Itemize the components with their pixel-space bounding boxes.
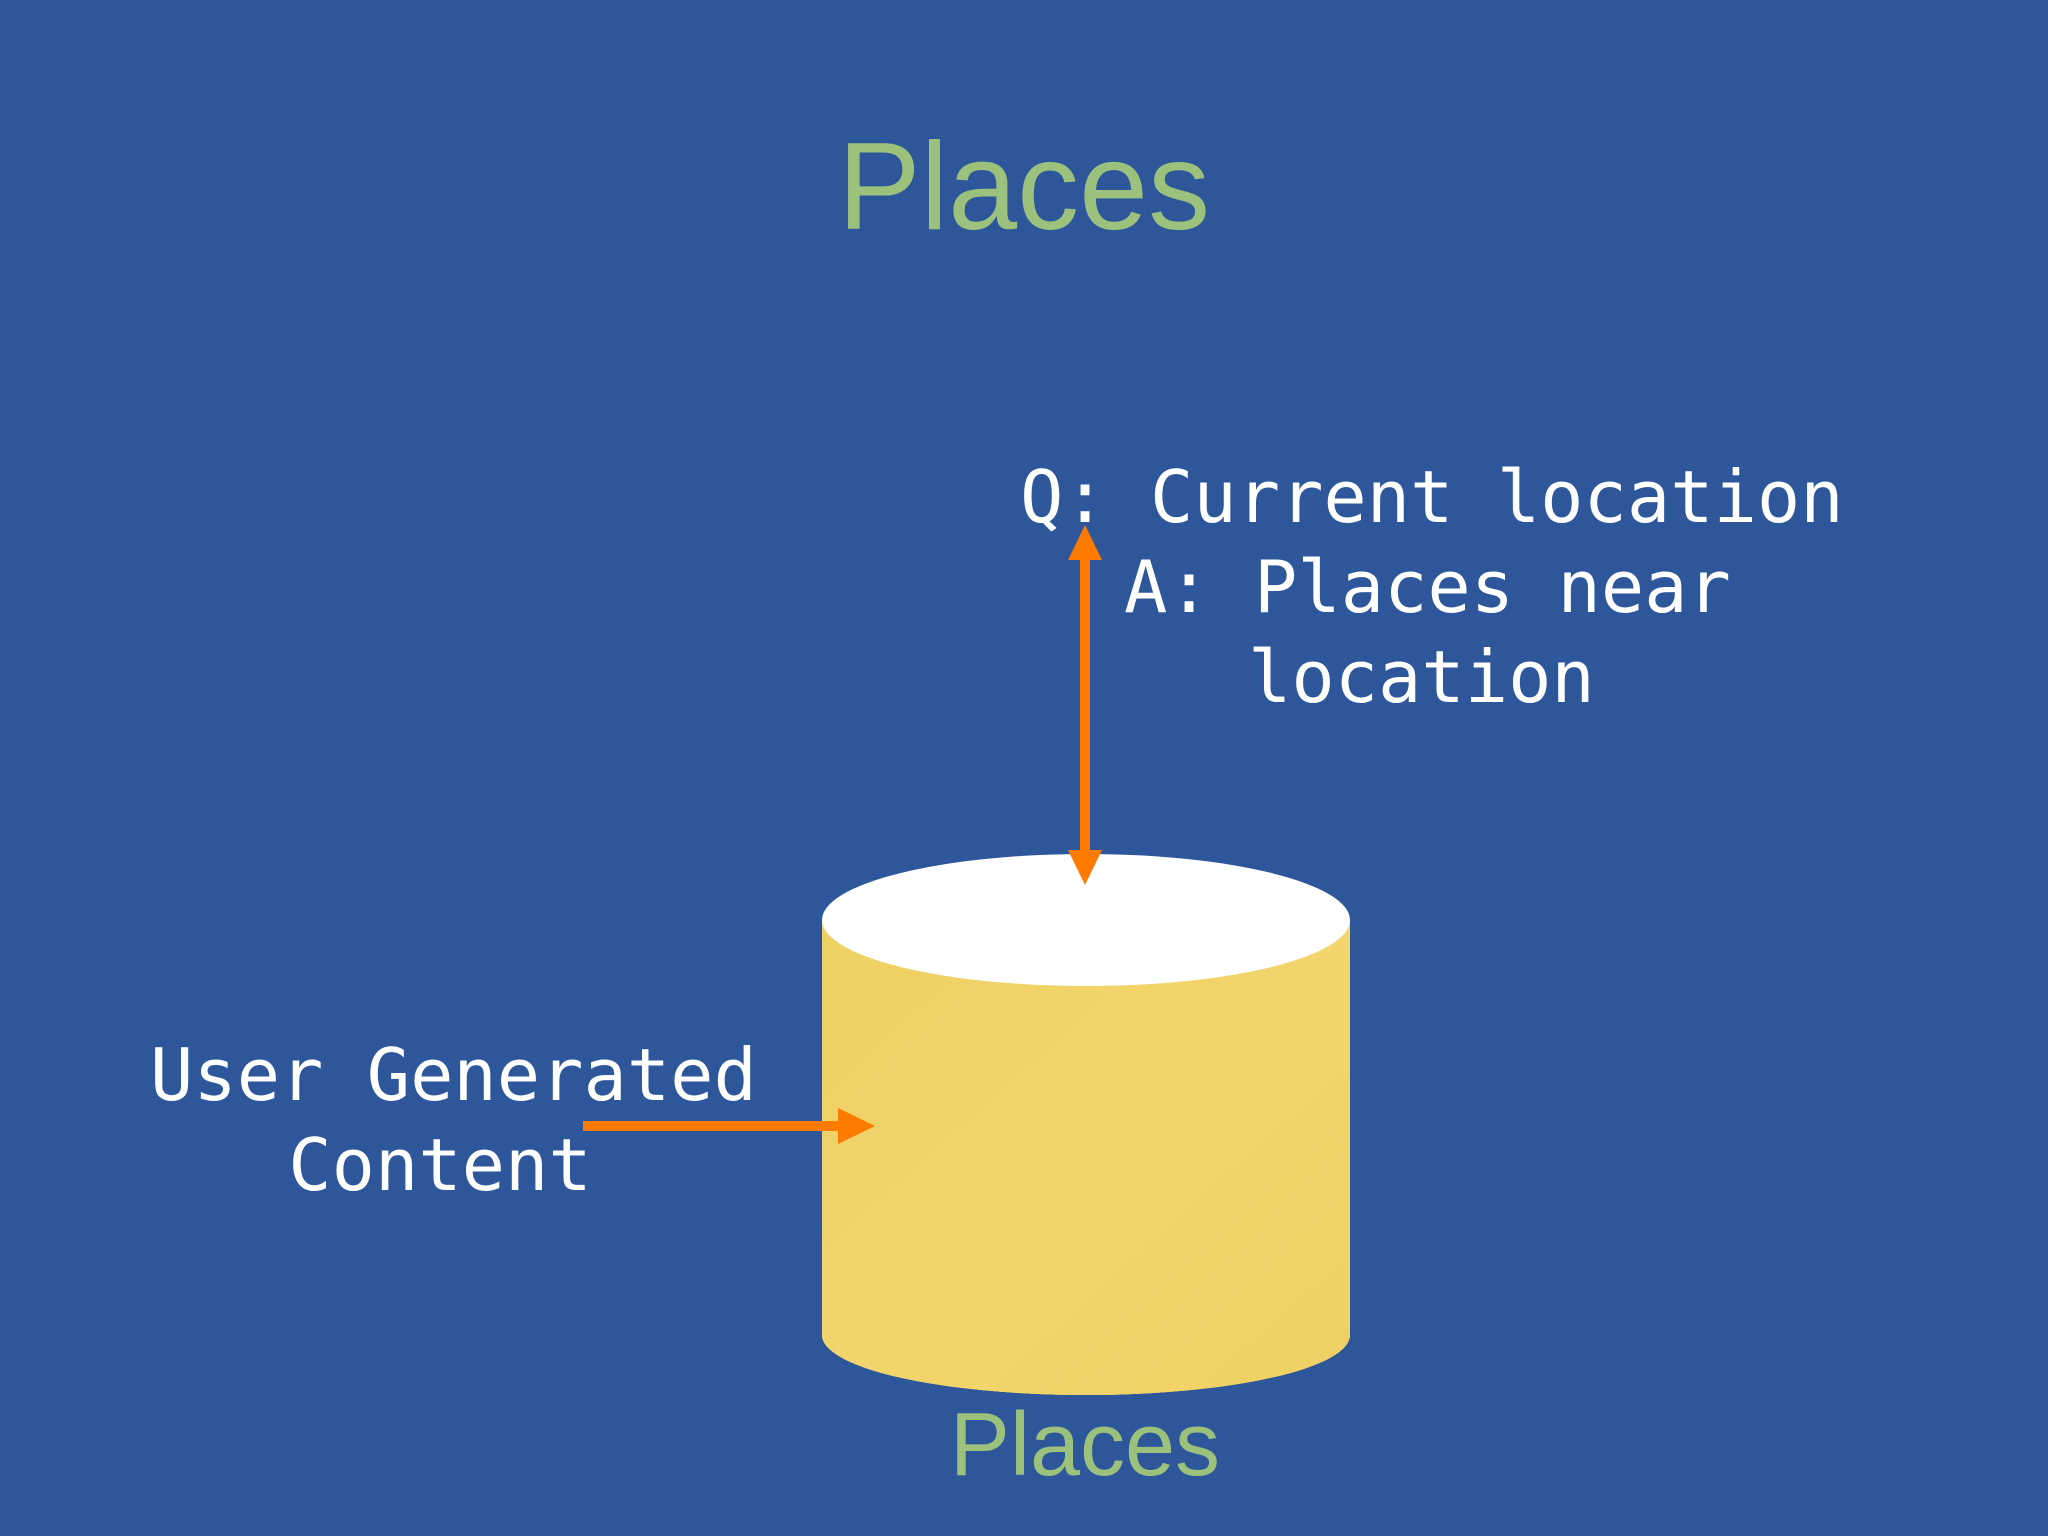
database-cylinder-icon bbox=[822, 854, 1350, 1395]
slide-title: Places bbox=[837, 118, 1211, 256]
double-arrow-icon bbox=[1068, 525, 1102, 885]
answer-text-line1: A: Places near bbox=[1124, 545, 1731, 629]
arrow-right-icon bbox=[583, 1108, 875, 1144]
input-label-line1: User Generated bbox=[150, 1033, 757, 1117]
answer-text-line2: location bbox=[1248, 635, 1595, 719]
query-text: Q: Current location bbox=[1020, 455, 1844, 539]
input-label-line2: Content bbox=[288, 1123, 592, 1207]
database-label: Places bbox=[949, 1395, 1221, 1495]
